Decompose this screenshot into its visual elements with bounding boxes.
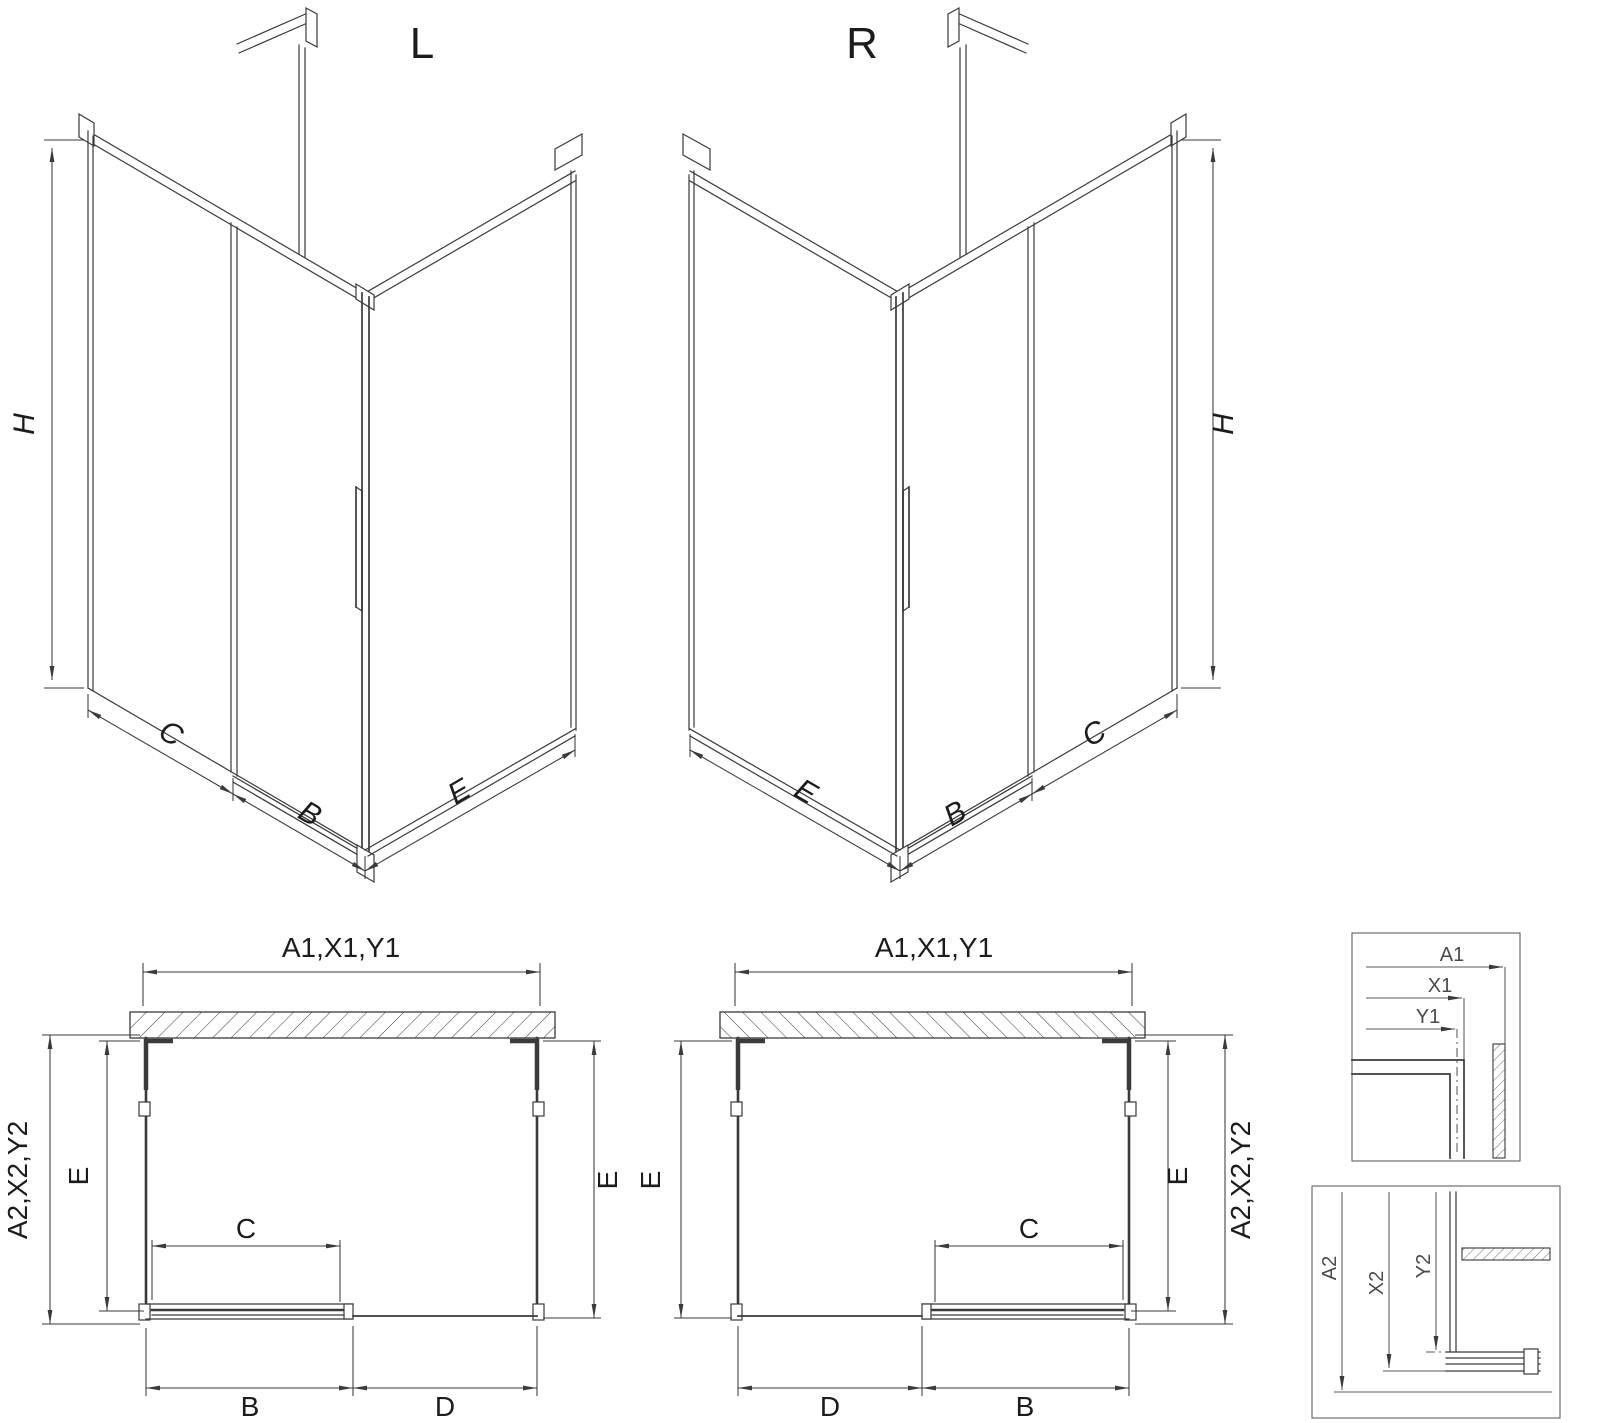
view-left-title: L [410, 19, 434, 68]
dim-label-b: B [1016, 1391, 1035, 1422]
dim-label-d: D [435, 1391, 455, 1422]
view-plan-left: A1,X1,Y1 A2,X2,Y2 E E C B D [2, 932, 623, 1422]
dim-label-e-right: E [592, 1171, 623, 1190]
dim-label-y1: Y1 [1416, 1006, 1440, 1028]
dim-label-d: D [820, 1391, 840, 1422]
iso-right-geometry [683, 8, 1221, 882]
dim-label-e: E [442, 772, 477, 811]
view-iso-left: L H C B E [8, 8, 582, 882]
dim-label-x1: X1 [1428, 975, 1452, 997]
dim-label-c: C [236, 1213, 256, 1244]
dim-label-a2: A2 [1319, 1256, 1341, 1280]
dim-label-a2x2y2: A2,X2,Y2 [2, 1121, 33, 1239]
dim-label-e-right: E [1162, 1167, 1193, 1186]
dim-label-c: C [1077, 714, 1113, 754]
dim-label-y2: Y2 [1413, 1254, 1435, 1278]
iso-left-geometry [44, 8, 582, 882]
detail-width-references: A1 X1 Y1 [1351, 932, 1521, 1162]
dim-label-a1x1y1: A1,X1,Y1 [282, 932, 400, 963]
dim-label-height: H [1207, 413, 1240, 435]
view-plan-right: A1,X1,Y1 E E A2,X2,Y2 C B D [635, 932, 1256, 1422]
dim-label-a1: A1 [1440, 944, 1464, 966]
dim-label-b: B [241, 1391, 260, 1422]
detail-depth-references: A2 X2 Y2 [1311, 1185, 1561, 1419]
view-right-title: R [846, 19, 878, 68]
dim-label-c: C [1019, 1213, 1039, 1244]
dim-label-e-left: E [635, 1171, 666, 1190]
plan-right-geometry [674, 963, 1233, 1396]
dim-label-height: H [8, 413, 41, 435]
dim-label-a2x2y2: A2,X2,Y2 [1225, 1121, 1256, 1239]
dim-label-e-left: E [63, 1167, 94, 1186]
dim-label-e: E [789, 773, 824, 812]
dim-label-c: C [153, 714, 189, 754]
dim-label-a1x1y1: A1,X1,Y1 [875, 932, 993, 963]
dim-label-x2: X2 [1366, 1271, 1388, 1295]
view-iso-right: R H C B E [683, 8, 1240, 882]
plan-left-geometry [42, 963, 601, 1396]
